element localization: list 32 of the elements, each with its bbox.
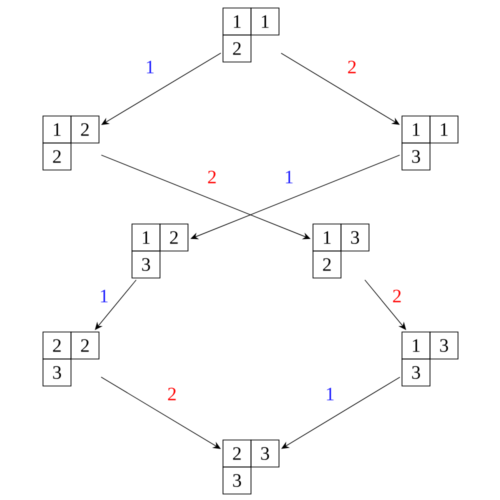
tableau-cell: 1 [312, 224, 342, 252]
tableau-cell: 3 [402, 358, 430, 386]
tableau-cell: 2 [222, 440, 252, 468]
tableau-cell: 3 [42, 358, 72, 386]
tableau-cell: 3 [132, 250, 160, 278]
tableau-cell: 3 [402, 142, 430, 170]
tableau-cell: 2 [42, 332, 72, 360]
edge-label: 1 [98, 288, 110, 304]
tableau-cell: 3 [222, 466, 252, 494]
tableau-cell: 2 [160, 224, 188, 252]
tableau-cell: 2 [222, 34, 252, 62]
edge-label: 2 [166, 386, 178, 402]
tableau-cell: 1 [430, 116, 458, 144]
tableau-cell: 2 [312, 250, 342, 278]
tableau-cell: 1 [132, 224, 160, 252]
tableau-cell: 1 [402, 116, 430, 144]
tableau-cell: 1 [222, 8, 252, 36]
tableau-cell: 3 [340, 224, 370, 252]
tableau-cell: 2 [70, 116, 100, 144]
tableau-cell: 3 [250, 440, 280, 468]
tableau-cell: 3 [430, 332, 458, 360]
edge-label: 1 [283, 170, 295, 184]
tableau-cell: 2 [70, 332, 100, 360]
tableau-cell: 1 [402, 332, 430, 360]
edge-label: 1 [144, 60, 156, 74]
tableau-cell: 1 [250, 8, 280, 36]
tableau-cell: 1 [42, 116, 72, 144]
edge-label: 1 [324, 386, 336, 402]
edge-label: 2 [391, 288, 403, 304]
tableau-cell: 2 [42, 142, 72, 170]
edge-label: 2 [346, 60, 358, 74]
edge-label: 2 [206, 170, 218, 184]
